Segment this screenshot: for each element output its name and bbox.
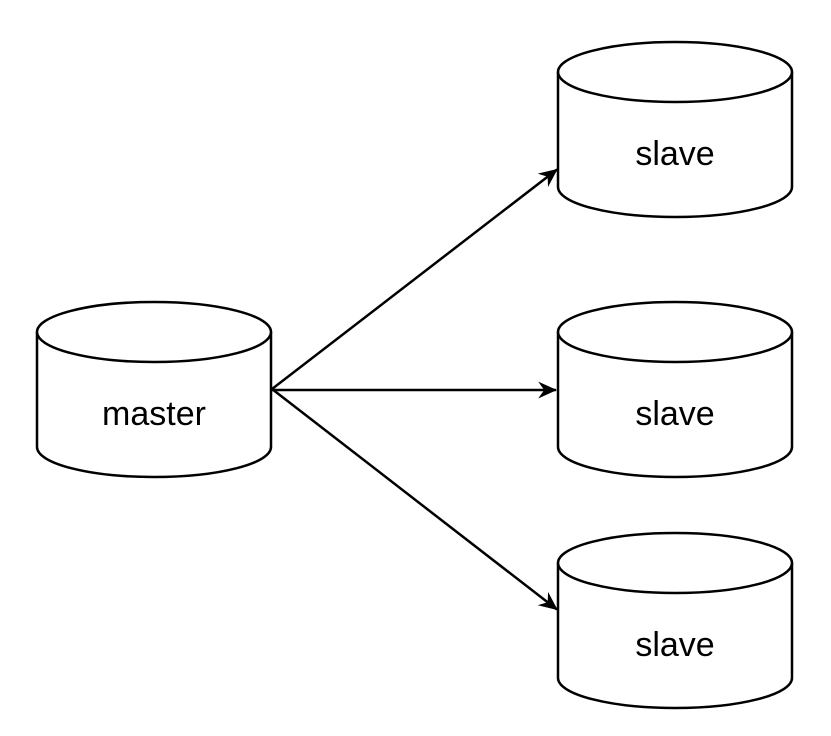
slave-bottom-label: slave (635, 626, 714, 664)
slave-top-cylinder-body (556, 72, 794, 219)
edge-master-to-slave-bottom (271, 388, 558, 611)
slave-top-label: slave (635, 135, 714, 173)
slave-middle-label: slave (635, 395, 714, 433)
slave-middle-cylinder-top (556, 300, 794, 364)
master-cylinder-body (35, 332, 273, 479)
edge-master-to-slave-top (271, 168, 558, 390)
slave-top-cylinder-top (556, 40, 794, 104)
slave-bottom-cylinder-top (556, 531, 794, 595)
node-slave-middle: slave (556, 300, 794, 479)
slave-middle-cylinder-body (556, 332, 794, 479)
master-label: master (102, 395, 206, 433)
slave-bottom-cylinder-body (556, 563, 794, 710)
node-slave-bottom: slave (556, 531, 794, 710)
node-slave-top: slave (556, 40, 794, 219)
master-cylinder-top (35, 300, 273, 364)
node-master: master (35, 300, 273, 479)
